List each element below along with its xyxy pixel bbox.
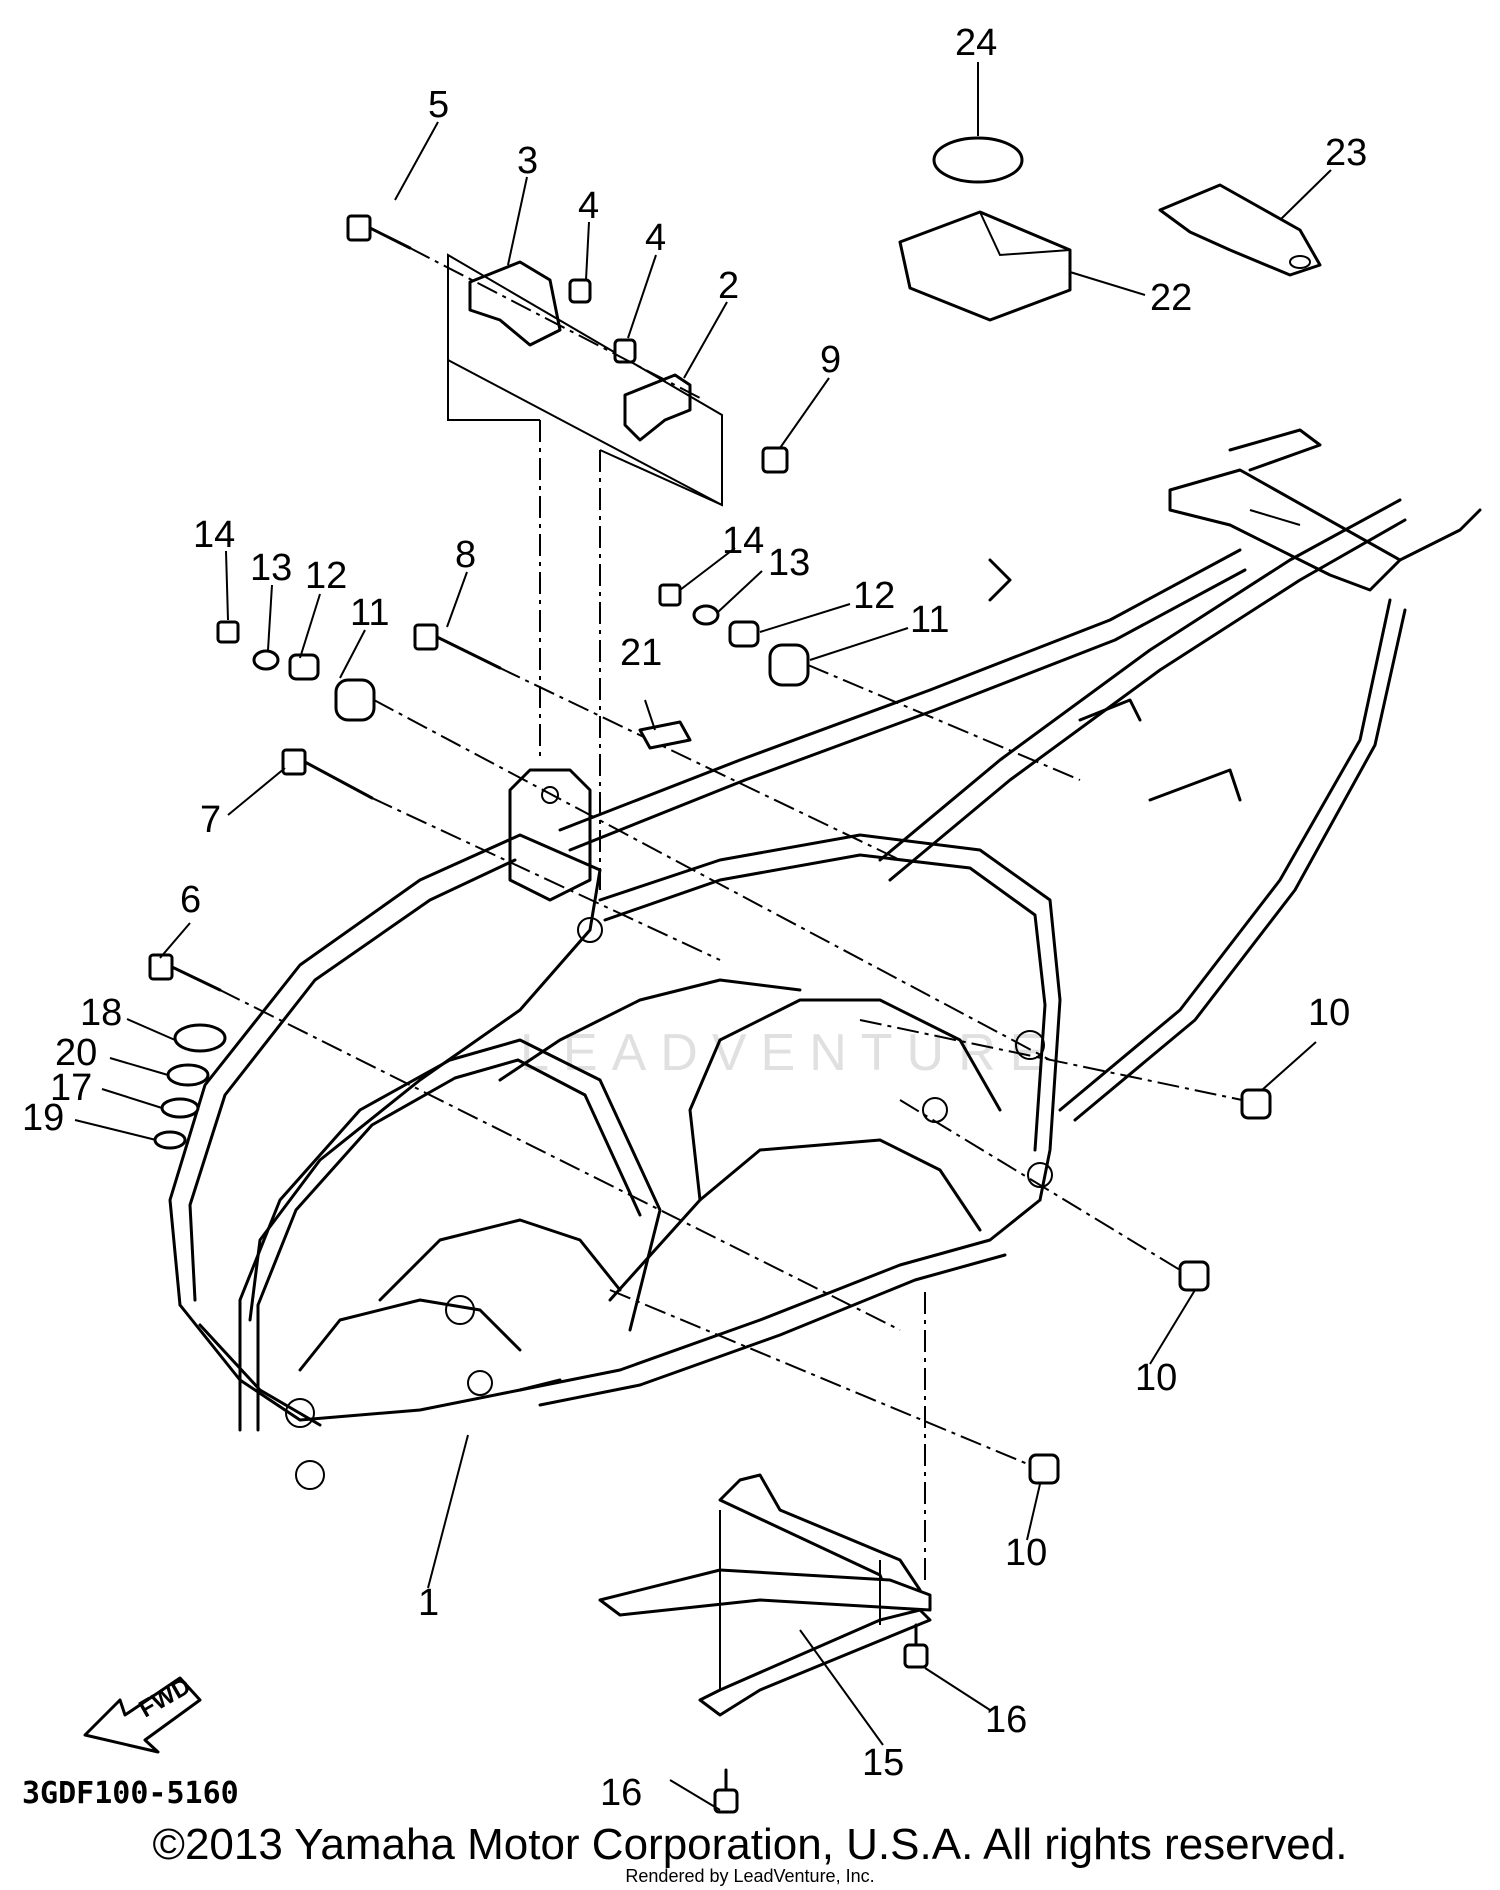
- callout-20: 20: [55, 1032, 97, 1074]
- callout-6: 6: [180, 879, 201, 921]
- callout-10a: 10: [1308, 992, 1350, 1034]
- bolt-7: [281, 748, 374, 800]
- bolt-5: [346, 214, 412, 250]
- callout-13b: 13: [768, 542, 810, 584]
- engine-bracket-left: [468, 260, 562, 347]
- callout-4a: 4: [578, 185, 599, 227]
- callout-16b: 16: [600, 1772, 642, 1814]
- label-24: [932, 136, 1024, 184]
- callout-7: 7: [200, 799, 221, 841]
- callout-5: 5: [428, 84, 449, 126]
- nut-10a: [1240, 1088, 1272, 1120]
- engine-bracket-right: [623, 373, 692, 442]
- callout-3: 3: [517, 140, 538, 182]
- rendered-by-credit: Rendered by LeadVenture, Inc.: [625, 1866, 875, 1886]
- bolt-8: [413, 623, 502, 670]
- callout-13a: 13: [250, 547, 292, 589]
- callout-10c: 10: [1005, 1532, 1047, 1574]
- nut-10c: [1028, 1453, 1060, 1485]
- callout-18: 18: [80, 992, 122, 1034]
- callout-4b: 4: [645, 217, 666, 259]
- callout-1: 1: [418, 1582, 439, 1624]
- decal-21: [638, 720, 692, 750]
- bolt-16a: [903, 1623, 929, 1669]
- callout-8: 8: [455, 534, 476, 576]
- nut-9: [761, 446, 789, 474]
- callout-24: 24: [955, 22, 997, 64]
- mount-stack-left: [216, 620, 376, 722]
- nut-10b: [1178, 1260, 1210, 1292]
- callout-16a: 16: [985, 1699, 1027, 1741]
- bolt-16b: [713, 1768, 739, 1814]
- callout-19: 19: [22, 1097, 64, 1139]
- callout-2: 2: [718, 265, 739, 307]
- bolt-6: [148, 953, 222, 992]
- callout-12b: 12: [853, 575, 895, 617]
- main-frame: [168, 428, 1482, 1490]
- callout-15: 15: [862, 1742, 904, 1784]
- callout-9: 9: [820, 339, 841, 381]
- callout-23: 23: [1325, 132, 1367, 174]
- tool-pouch: [898, 210, 1072, 322]
- callout-22: 22: [1150, 277, 1192, 319]
- mount-stack-right: [658, 583, 810, 687]
- strap-23: [1158, 183, 1322, 277]
- skid-plate-bracket: [598, 1290, 932, 1717]
- nut-4a: [568, 278, 592, 304]
- callout-11b: 11: [910, 599, 949, 641]
- leader-lines: [74, 62, 1332, 1811]
- watermark: LEADVENTURE: [520, 1024, 1058, 1082]
- copyright-notice: ©2013 Yamaha Motor Corporation, U.S.A. A…: [152, 1820, 1348, 1869]
- callout-14b: 14: [722, 520, 764, 562]
- forward-direction-icon: FWD: [83, 1672, 202, 1754]
- callout-10b: 10: [1135, 1357, 1177, 1399]
- callout-12a: 12: [305, 555, 347, 597]
- callout-21: 21: [620, 632, 662, 674]
- callout-11a: 11: [350, 592, 389, 634]
- drawing-code: 3GDF100-5160: [22, 1776, 239, 1811]
- callouts: 5 3 4 4 2 9 24 23 22 8 11 12 13 14 14 13…: [22, 22, 1367, 1814]
- callout-14a: 14: [193, 514, 235, 556]
- callout-17: 17: [50, 1067, 92, 1109]
